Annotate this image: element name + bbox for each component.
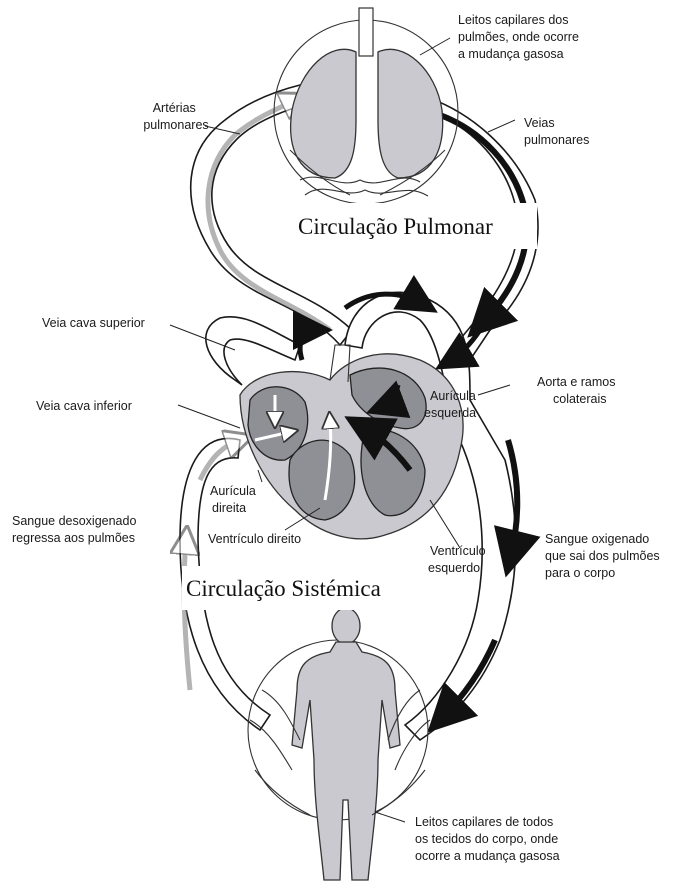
oxygenated-blood-label: Sangue oxigenado que sai dos pulmões par…	[545, 532, 663, 580]
right-atrium-label: Aurícula direita	[210, 484, 259, 515]
inferior-vena-cava-label: Veia cava inferior	[36, 399, 132, 413]
right-ventricle-label: Ventrículo direito	[208, 532, 301, 546]
left-ventricle-label: Ventrículo esquerdo	[428, 544, 489, 575]
pulmonary-arteries-label: Artérias pulmonares	[143, 101, 208, 132]
superior-vena-cava-label: Veia cava superior	[42, 316, 145, 330]
heart-illustration	[240, 330, 463, 539]
body-capillaries-label: Leitos capilares de todos os tecidos do …	[415, 815, 562, 863]
systemic-circulation-title: Circulação Sistémica	[186, 576, 381, 601]
deoxygenated-blood-label: Sangue desoxigenado regressa aos pulmões	[12, 514, 140, 545]
lung-capillaries-label: Leitos capilares dos pulmões, onde ocorr…	[458, 13, 582, 61]
human-body-illustration	[248, 608, 430, 880]
pulmonary-circulation-title: Circulação Pulmonar	[298, 214, 493, 239]
aorta-label: Aorta e ramos colaterais	[537, 375, 619, 406]
pulmonary-veins-label: Veias pulmonares	[524, 116, 589, 147]
lungs-illustration	[274, 8, 458, 204]
